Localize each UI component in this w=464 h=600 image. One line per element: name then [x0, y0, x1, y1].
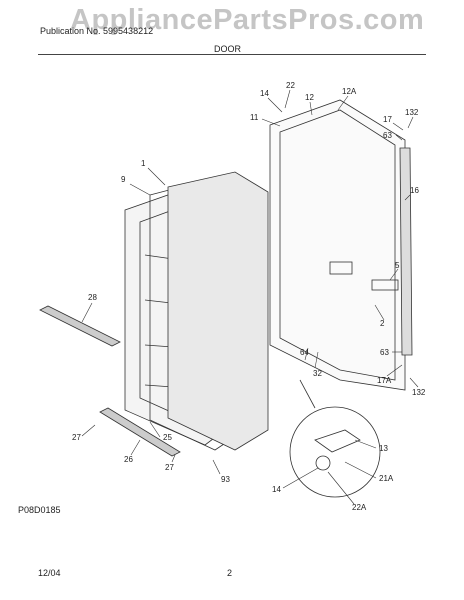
callout-14-detail: 14	[272, 485, 281, 494]
callout-12a: 12A	[342, 87, 357, 96]
print-date: 12/04	[38, 568, 61, 578]
callout-5: 5	[395, 261, 400, 270]
watermark: AppliancePartsPros.com	[70, 4, 425, 36]
hinge-detail-circle	[289, 406, 381, 498]
callout-28: 28	[88, 293, 97, 302]
callout-1: 1	[141, 159, 146, 168]
diagram-code: P08D0185	[18, 505, 61, 515]
publication-number: Publication No. 5995438212	[40, 26, 154, 36]
callout-27-bottom: 27	[165, 463, 174, 472]
callout-17: 17	[383, 115, 392, 124]
callout-25: 25	[163, 433, 172, 442]
callout-32: 32	[313, 369, 322, 378]
section-title: DOOR	[214, 44, 241, 54]
callout-17a: 17A	[377, 376, 392, 385]
insulation-panel	[167, 171, 269, 451]
trim-strip	[399, 147, 413, 356]
callout-11: 11	[250, 113, 259, 122]
callout-22a: 22A	[352, 503, 367, 512]
outer-door-panel	[269, 99, 406, 391]
callout-63-bottom: 63	[380, 348, 389, 357]
header-rule	[38, 54, 426, 55]
bottom-trim-26	[99, 407, 181, 457]
callout-93: 93	[221, 475, 230, 484]
bottom-trim-28	[39, 305, 121, 347]
callout-63-top: 63	[383, 131, 392, 140]
callout-9: 9	[121, 175, 126, 184]
callout-12: 12	[305, 93, 314, 102]
callout-14: 14	[260, 89, 269, 98]
page-number: 2	[227, 568, 233, 578]
callout-27-left: 27	[72, 433, 81, 442]
callout-132-bottom: 132	[412, 388, 426, 397]
handle-piece	[371, 279, 399, 291]
callout-21a: 21A	[379, 474, 394, 483]
callout-64: 64	[300, 348, 309, 357]
callout-2: 2	[380, 319, 385, 328]
callout-26: 26	[124, 455, 133, 464]
callout-13: 13	[379, 444, 388, 453]
callout-22: 22	[286, 81, 295, 90]
callout-132-top: 132	[405, 108, 419, 117]
hinge-bracket	[329, 261, 353, 275]
callout-16: 16	[410, 186, 419, 195]
